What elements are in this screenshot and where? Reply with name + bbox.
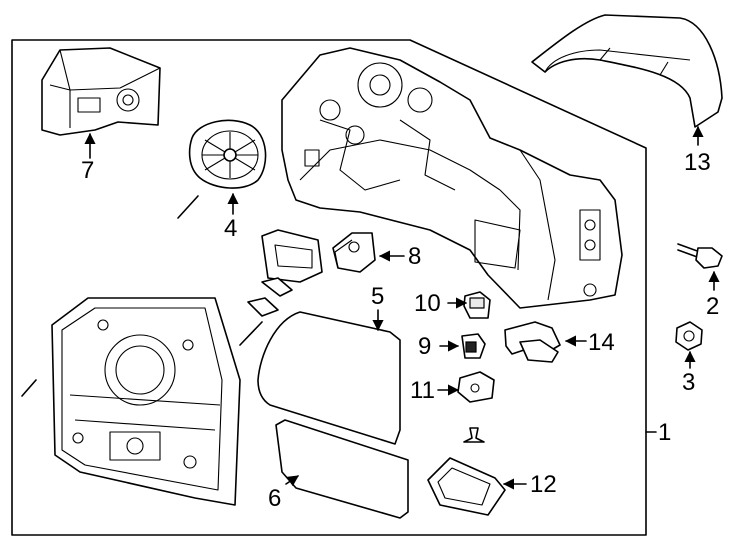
- clip-parts: [239, 277, 293, 346]
- assembly-boundary: [11, 39, 647, 536]
- nut-part: [675, 321, 703, 351]
- harness-connector-part: [504, 321, 561, 363]
- callout-6: 6: [268, 485, 281, 512]
- connector-bracket-part: [332, 232, 376, 273]
- motor-disc-part: [188, 119, 267, 189]
- mirror-backing-plate-part: [51, 297, 241, 506]
- motor-bracket-part: [41, 47, 161, 136]
- part-11-bracket: [457, 371, 495, 403]
- callout-12: 12: [530, 471, 557, 498]
- mirror-glass-part: [257, 311, 401, 445]
- callout-4: 4: [224, 215, 237, 242]
- callout-10: 10: [414, 290, 441, 317]
- callout-3: 3: [682, 369, 695, 396]
- screw-part: [177, 195, 199, 219]
- callout-13: 13: [684, 149, 711, 176]
- bezel-bracket-part: [261, 229, 323, 283]
- callout-1: 1: [658, 419, 671, 446]
- callout-14: 14: [588, 329, 615, 356]
- callout-11: 11: [410, 377, 435, 404]
- callout-7: 7: [81, 157, 94, 184]
- heater-pad-part: [275, 419, 409, 519]
- part-10-clip: [463, 291, 491, 319]
- screw-left-part: [21, 379, 37, 397]
- mirror-housing-part: [281, 47, 623, 309]
- bolt-part: [677, 243, 723, 269]
- part-9-socket: [461, 333, 486, 359]
- callout-5: 5: [371, 283, 384, 310]
- mirror-cap-part: [531, 14, 723, 128]
- pin-part: [463, 427, 485, 443]
- lamp-housing-part: [427, 457, 506, 516]
- leader-lines: [84, 125, 720, 490]
- callout-2: 2: [706, 293, 719, 320]
- callout-8: 8: [408, 243, 421, 270]
- callout-9: 9: [418, 333, 431, 360]
